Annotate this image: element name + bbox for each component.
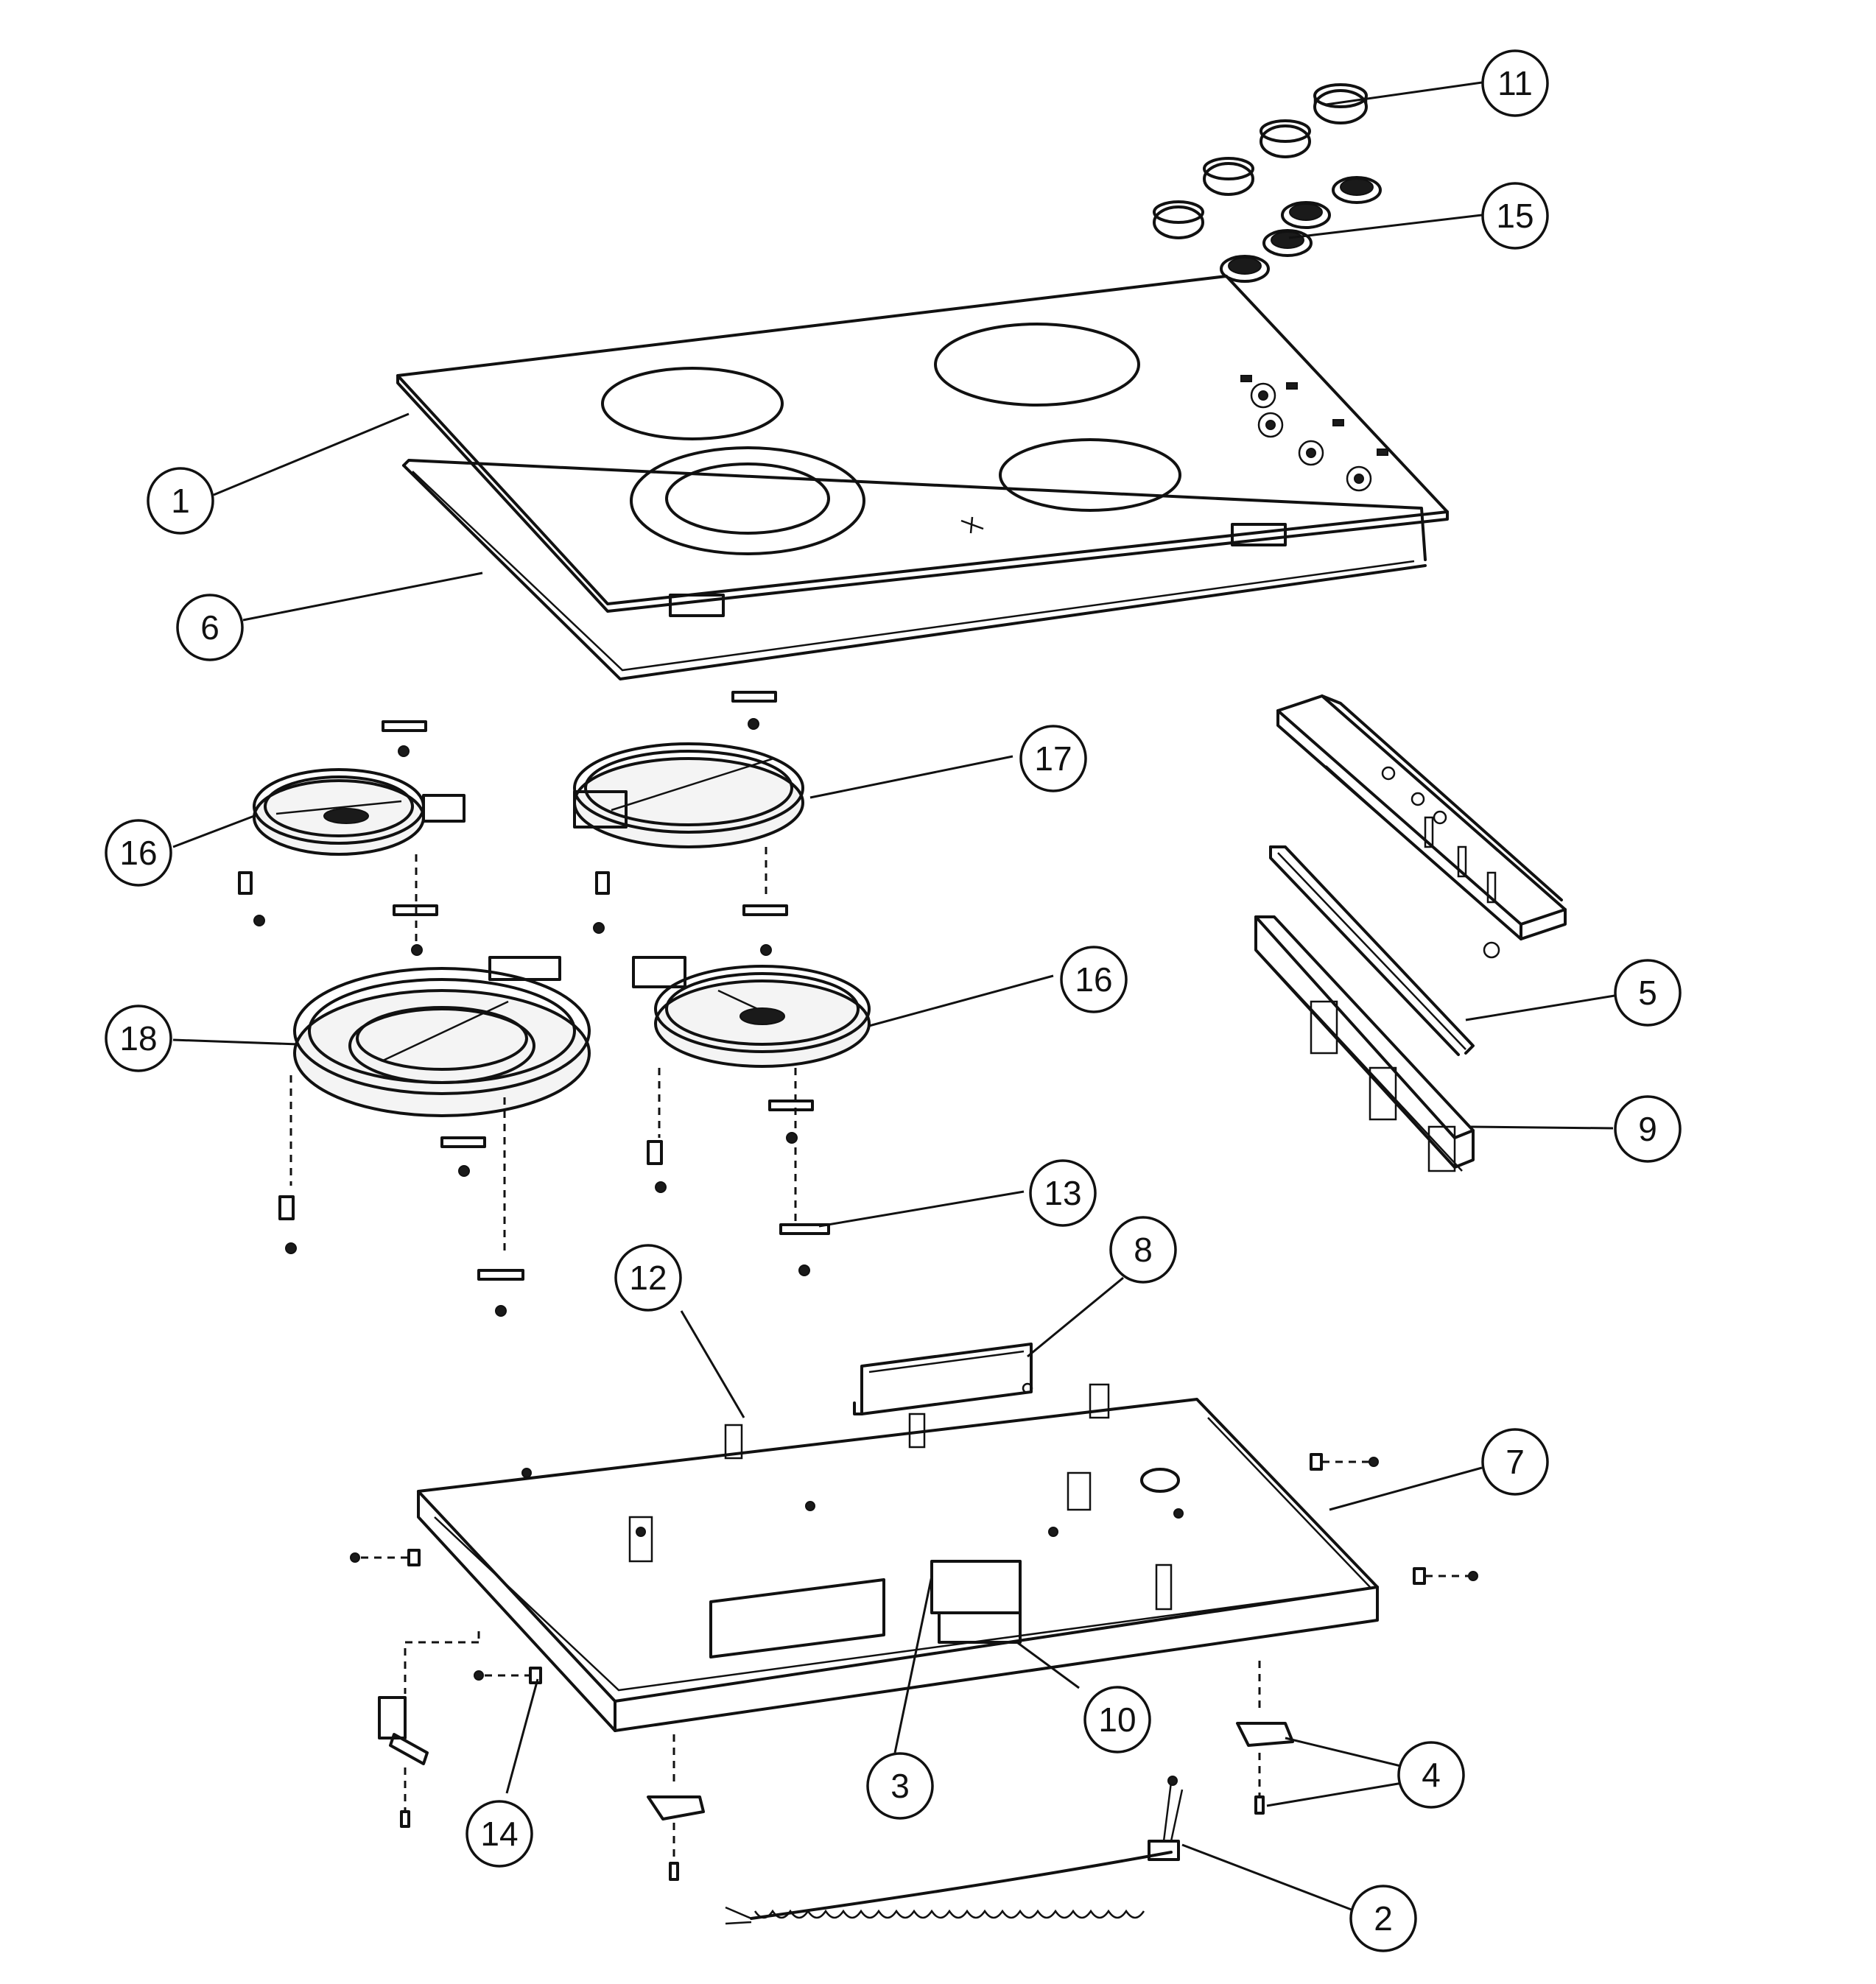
callout-17-label: 17: [1034, 739, 1072, 778]
callout-10: 10: [1083, 1686, 1151, 1753]
control-panel-seal: [1269, 845, 1475, 1056]
element-terminal: [573, 790, 628, 829]
cooking-zone-rear-left: [601, 367, 784, 440]
callout-14-label: 14: [480, 1815, 518, 1853]
callout-7-label: 7: [1506, 1443, 1525, 1481]
bracket-clip: [477, 1269, 524, 1281]
hot-surface-mark: [960, 516, 984, 534]
mounting-brackets: [378, 1631, 1294, 1881]
callout-1: 1: [147, 467, 214, 535]
callout-8-label: 8: [1134, 1231, 1153, 1269]
mounting-clip: [647, 1795, 705, 1821]
knob-bezels: [1220, 176, 1382, 283]
bracket-clip: [742, 904, 788, 916]
callout-11: 11: [1481, 49, 1549, 117]
callout-16b-label: 16: [1075, 960, 1112, 999]
bracket-clip: [278, 1195, 295, 1220]
cooktop-gasket: [402, 459, 1427, 680]
mounting-clip: [378, 1696, 407, 1739]
cooking-zone-front-left-inner: [665, 462, 830, 535]
callout-2-label: 2: [1374, 1899, 1393, 1938]
cooking-zone-rear-right: [934, 323, 1140, 407]
knob: [1313, 83, 1368, 124]
element-terminal: [488, 956, 561, 981]
bracket-clip: [647, 1140, 663, 1165]
mounting-clip: [1236, 1722, 1294, 1747]
control-housing: [1276, 694, 1567, 959]
knob-bezel: [1262, 229, 1313, 257]
radiant-element-right-front: [632, 956, 871, 1276]
gasket-clip: [669, 594, 725, 617]
callout-11-label: 11: [1497, 64, 1533, 102]
pan-grommet: [1140, 1468, 1180, 1493]
knob: [1260, 119, 1311, 158]
power-cord: [725, 1776, 1184, 1925]
radiant-element-left-rear: [238, 720, 466, 956]
wire-cover: [709, 1578, 885, 1658]
callout-15: 15: [1481, 182, 1549, 250]
knob-bezel: [1281, 201, 1331, 229]
callout-17: 17: [1019, 725, 1087, 792]
knob: [1153, 200, 1204, 239]
bracket-clip: [768, 1100, 814, 1111]
callout-12: 12: [614, 1244, 682, 1312]
element-terminal: [422, 794, 466, 823]
dual-radiant-element: [278, 956, 591, 1317]
cooking-zone-front-left-outer: [630, 446, 865, 555]
callout-3-label: 3: [890, 1767, 910, 1805]
bracket-clip: [382, 720, 427, 732]
callout-13: 13: [1029, 1159, 1097, 1227]
knob-bezel: [1332, 176, 1382, 204]
callout-15-label: 15: [1496, 197, 1534, 235]
callout-18-label: 18: [119, 1019, 157, 1058]
control-graphics: [1240, 375, 1388, 492]
control-knobs: [1153, 83, 1368, 239]
bottom-pan: [417, 1383, 1379, 1732]
glass-cooktop: [396, 275, 1449, 613]
junction-box: [930, 1560, 1022, 1614]
bracket-clip: [731, 691, 777, 703]
callout-14: 14: [466, 1800, 533, 1868]
callout-16a-label: 16: [119, 834, 157, 872]
switch-shield: [853, 1343, 1033, 1415]
callout-4: 4: [1397, 1741, 1465, 1809]
control-bracket: [1254, 915, 1475, 1172]
callout-18: 18: [105, 1005, 172, 1072]
cooking-zone-front-right: [999, 438, 1181, 512]
gasket-clip: [1231, 523, 1287, 546]
knob: [1203, 157, 1254, 196]
callout-9: 9: [1614, 1095, 1682, 1163]
bracket-clip: [238, 871, 253, 895]
callout-6-label: 6: [200, 608, 219, 647]
bracket-clip: [595, 871, 610, 895]
radiant-element-right-rear: [573, 691, 804, 956]
element-terminal: [632, 956, 686, 988]
callout-2: 2: [1349, 1885, 1417, 1952]
leader-lines: [172, 81, 1615, 1913]
side-screws: [350, 1453, 1478, 1684]
knob-bezel: [1220, 255, 1270, 283]
callout-1-label: 1: [171, 482, 190, 520]
callout-5: 5: [1614, 959, 1682, 1027]
callout-7: 7: [1481, 1428, 1549, 1496]
callout-13-label: 13: [1044, 1174, 1081, 1212]
callout-16a: 16: [105, 819, 172, 887]
callout-4-label: 4: [1422, 1756, 1441, 1794]
callout-12-label: 12: [629, 1259, 667, 1297]
callout-3: 3: [866, 1752, 934, 1820]
callout-6: 6: [176, 594, 244, 661]
callout-9-label: 9: [1638, 1110, 1657, 1148]
bracket-clip: [779, 1223, 830, 1235]
callout-16b: 16: [1060, 946, 1128, 1013]
bracket-clip: [440, 1136, 486, 1148]
callout-5-label: 5: [1638, 974, 1657, 1012]
callout-8: 8: [1109, 1216, 1177, 1284]
bracket-clip: [393, 904, 438, 916]
callout-10-label: 10: [1098, 1700, 1136, 1739]
junction-box-front: [938, 1611, 1022, 1644]
